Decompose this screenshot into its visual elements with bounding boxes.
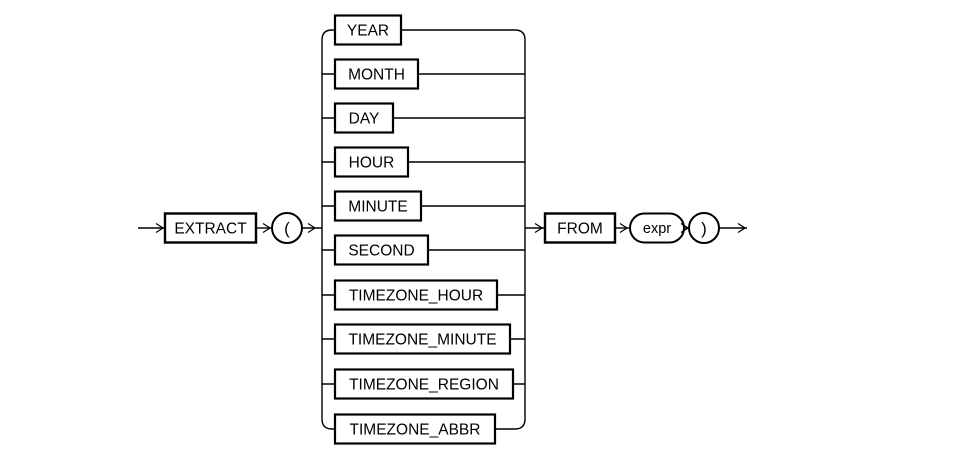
branch-box-month — [333, 58, 420, 90]
branch-row-timezone-hour: TIMEZONE_HOUR — [333, 279, 499, 311]
close-paren-label: ) — [701, 219, 707, 238]
branch-box-hour — [333, 146, 410, 178]
arrowhead-icon — [737, 222, 747, 234]
branch-rail-connectors — [393, 73, 525, 385]
open-paren-label: ( — [284, 219, 290, 238]
branch-row-year: YEAR — [333, 14, 403, 46]
branch-box-timezone-region — [333, 368, 515, 400]
branch-rail-left — [321, 29, 335, 430]
branch-rail-stubs — [322, 73, 335, 385]
branch-rail-right — [401, 29, 526, 430]
branch-label-timezone-minute: TIMEZONE_MINUTE — [348, 332, 496, 349]
arrowhead-icon — [534, 222, 544, 234]
node-open-paren: ( — [271, 212, 303, 244]
branch-row-minute: MINUTE — [333, 190, 423, 222]
branch-box-minute — [333, 190, 423, 222]
branch-label-day: DAY — [349, 111, 380, 128]
branch-label-month: MONTH — [348, 67, 405, 84]
branch-row-second: SECOND — [333, 234, 430, 266]
node-from: FROM — [543, 212, 617, 244]
branch-row-timezone-abbr: TIMEZONE_ABBR — [333, 413, 497, 445]
branch-row-month: MONTH — [333, 58, 420, 90]
branch-box-timezone-abbr — [333, 413, 497, 445]
keyword-box-from — [543, 212, 617, 244]
branch-row-hour: HOUR — [333, 146, 410, 178]
keyword-label-from: FROM — [557, 221, 603, 238]
node-close-paren: ) — [688, 212, 720, 244]
branch-box-year — [333, 14, 403, 46]
branch-label-hour: HOUR — [349, 155, 395, 172]
node-extract: EXTRACT — [163, 212, 258, 244]
branch-row-timezone-region: TIMEZONE_REGION — [333, 368, 515, 400]
node-expr: expr — [629, 212, 685, 244]
branch-label-timezone-region: TIMEZONE_REGION — [349, 377, 499, 394]
branch-label-minute: MINUTE — [348, 199, 407, 216]
branch-box-day — [333, 102, 395, 134]
branch-label-timezone-abbr: TIMEZONE_ABBR — [350, 422, 481, 439]
branch-row-day: DAY — [333, 102, 395, 134]
branch-label-timezone-hour: TIMEZONE_HOUR — [349, 288, 483, 305]
branch-label-second: SECOND — [348, 243, 414, 260]
branch-box-second — [333, 234, 430, 266]
branch-label-year: YEAR — [347, 23, 389, 40]
branch-box-timezone-minute — [333, 323, 512, 355]
keyword-label-extract: EXTRACT — [174, 221, 247, 238]
operand-label-expr: expr — [643, 221, 671, 237]
arrowhead-icon — [619, 222, 629, 234]
arrowhead-icon — [262, 222, 272, 234]
branch-box-timezone-hour — [333, 279, 499, 311]
branch-row-timezone-minute: TIMEZONE_MINUTE — [333, 323, 512, 355]
arrowhead-icon — [155, 222, 165, 234]
arrowhead-icon — [307, 222, 317, 234]
